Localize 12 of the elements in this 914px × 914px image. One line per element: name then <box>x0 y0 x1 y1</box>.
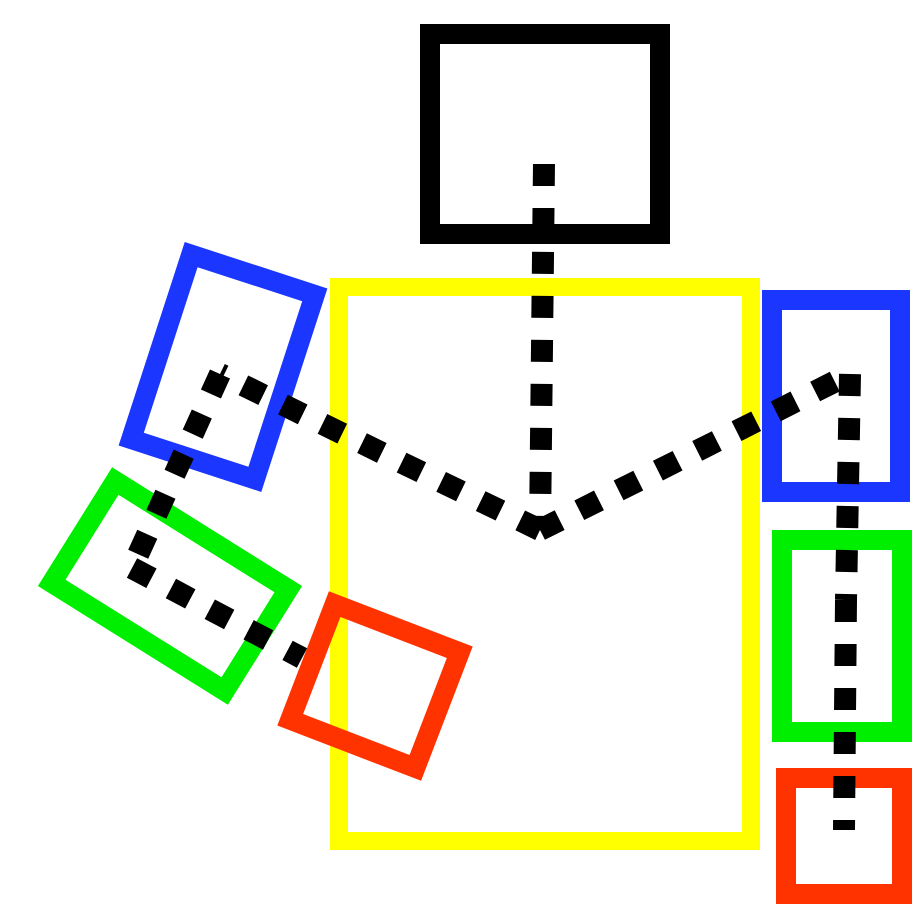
rectangle-frame <box>419 24 669 244</box>
rectangle-frame <box>762 290 910 502</box>
rectangle-frame <box>276 591 472 781</box>
rectangle-frame <box>776 768 912 904</box>
rectangle-frame <box>117 241 327 491</box>
rectangle-frame <box>37 467 303 705</box>
dotted-line <box>126 558 308 668</box>
dotted-line <box>215 364 545 540</box>
rectangle-frame <box>329 278 759 850</box>
rectangle-frame <box>772 530 912 742</box>
dotted-line <box>835 373 861 601</box>
dotted-line <box>833 599 857 831</box>
